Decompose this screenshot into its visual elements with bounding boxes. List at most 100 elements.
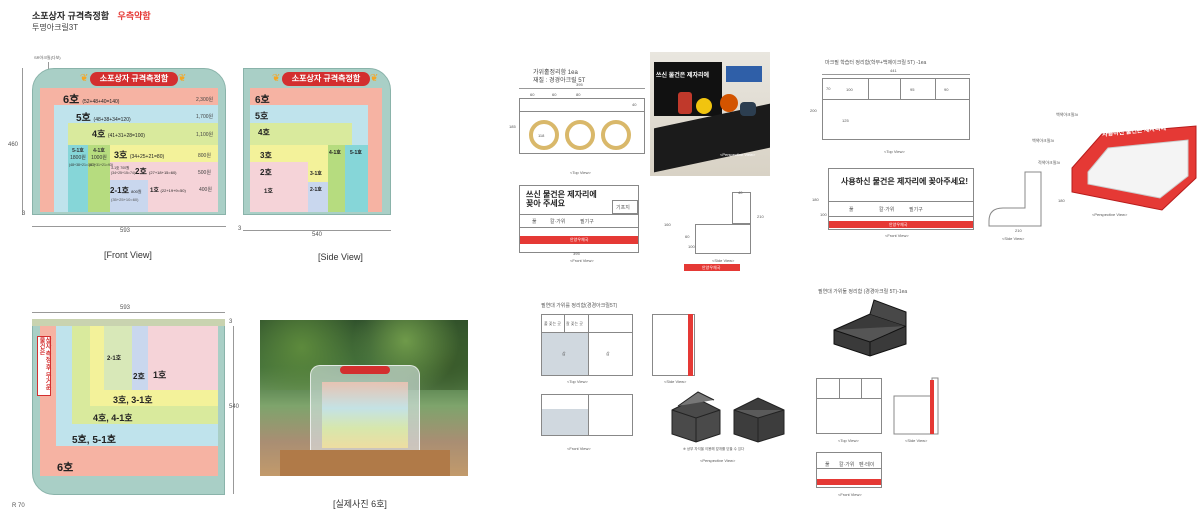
side-label-1: 1호 <box>264 189 273 195</box>
pen-front-cell-3: 필기구 <box>909 207 923 213</box>
tape-top-div2 <box>564 315 565 333</box>
scissor-dim-h: 185 <box>509 124 516 129</box>
pen-side-dim1: 210 <box>1015 228 1022 233</box>
side-band-1 <box>250 182 308 212</box>
scissor-photo: 쓰신 물건은 제자리에 <Perspective View> <box>650 52 770 176</box>
price-3: 800원 <box>198 153 211 159</box>
top-dim-top: 3 <box>229 319 233 325</box>
real-photo <box>260 320 468 476</box>
tape2-side-caption: <Side View> <box>905 438 928 443</box>
pen-front-cell-2: 칼·가위 <box>879 207 895 213</box>
pen-front: 사용하신 물건은 제자리에 꽂아주세요! 풀 칼·가위 필기구 안양우체국 <box>828 168 974 230</box>
pen-title: 마크필 학습터 정리함(학부+백제이크릴 5T) -1ea <box>825 60 927 66</box>
tape2-front: 풀 칼·가위 펜·테이 <box>816 452 882 488</box>
pen-front-row <box>829 201 973 217</box>
scissor-front-cell-1: 풀 <box>532 219 537 225</box>
side-band-41 <box>328 145 345 212</box>
tape-top-row <box>542 315 632 333</box>
side-label-51: 5-1호 <box>350 150 362 156</box>
tape-side-caption: <Side View> <box>664 379 687 384</box>
tape-persp-caption: <Perspective View> <box>700 458 736 463</box>
row-5: 5호 (48+38+34=120) <box>76 113 131 124</box>
scissor-side-dim2: 60 <box>685 234 690 239</box>
scissor-title: 가위홀정리함 1ea <box>533 70 578 76</box>
pen-persp-caption: <Perspective View> <box>1092 212 1128 217</box>
pen-persp-label-3: 적색아크릴3t <box>1038 160 1060 165</box>
pen-dim-c: 95 <box>910 87 915 92</box>
band-1 <box>148 180 218 212</box>
page-subtitle: 투명아크릴3T <box>32 23 79 32</box>
pen-dim-top-line <box>822 74 970 75</box>
pen-front-caption: <Front View> <box>885 233 909 238</box>
col-41-label: 4-1호 1000원 (41+31+21=93) <box>89 148 114 167</box>
page-title: 소포상자 규격측정함 우측약함 <box>32 11 151 21</box>
tape2-persp <box>833 299 907 357</box>
price-5: 1,700원 <box>196 114 214 120</box>
pen-dim-h: 200 <box>810 108 817 113</box>
scissor-front-logo: 안양우체국 <box>570 237 589 242</box>
pen-dim-d: 90 <box>944 87 949 92</box>
side-banner: 소포상자 규격측정함 <box>282 72 370 86</box>
top-label-4: 4호, 4-1호 <box>93 413 133 423</box>
pen-front-cell-1: 풀 <box>849 207 854 213</box>
scissor-dim-d: 40 <box>632 102 637 107</box>
tape-top-cell-2: 칼 꽂는 곳 <box>566 321 583 326</box>
tape-side-red <box>688 314 693 376</box>
tape2-front-caption: <Front View> <box>838 492 862 497</box>
scissor-dim-top: 395 <box>576 82 583 87</box>
top-sign: 상자 측정 후 무거운 물건은 <box>37 336 51 396</box>
col-51-label: 5-1호 1800원 (48+38+21=107) <box>69 148 95 167</box>
side-label-6: 6호 <box>255 95 270 106</box>
scissor-front-redbar <box>520 236 638 244</box>
scissor-ring-3 <box>601 120 631 150</box>
side-dim-width: 540 <box>312 232 323 238</box>
tape2-top-div2 <box>861 379 862 399</box>
top-label-6: 6호 <box>57 462 74 474</box>
tape-side <box>652 314 695 376</box>
side-label-4: 4호 <box>258 128 270 137</box>
tape2-front-cell-3: 펜·테이 <box>859 462 875 468</box>
scissor-front-dim: 395 <box>573 251 580 256</box>
scissor-photo-sign: 쓰신 물건은 제자리에 <box>656 73 710 79</box>
top-band-2b <box>132 326 148 390</box>
top-label-1: 1호 <box>153 370 167 380</box>
scissor-photo-item4 <box>740 102 756 116</box>
banner-leaf-left: ❦ <box>80 73 89 84</box>
tape2-top-caption: <Top View> <box>838 438 859 443</box>
scissor-dim-b: 60 <box>552 92 557 97</box>
scissor-front: 쓰신 물건은 제자리에 꽂아 주세요 기프지 풀 칼·가위 필기구 안양우체국 <box>519 185 639 253</box>
front-dim-base: 3 <box>22 211 26 217</box>
photo-caption: [실제사진 6호] <box>333 499 387 509</box>
tape2-front-row <box>817 457 881 469</box>
scissor-front-caption: <Front View> <box>570 258 594 263</box>
tape-top: 풀 꽂는 곳 칼 꽂는 곳 삽 삼 <box>541 314 633 376</box>
tape-front <box>541 394 633 436</box>
scissor-side <box>695 224 751 254</box>
title-accent: 우측약함 <box>117 11 151 21</box>
side-band-21 <box>308 182 328 212</box>
pen-persp-label-2: 백색아크릴3t <box>1032 138 1054 143</box>
scissor-front-row <box>520 214 638 228</box>
pen-front-logo: 안양우체국 <box>889 222 908 227</box>
top-dim-width: 593 <box>120 305 131 311</box>
scissor-front-cell-3: 필기구 <box>580 219 594 225</box>
formula-21: (35+25+10=60) <box>111 197 139 202</box>
photo-banner <box>340 366 390 374</box>
scissor-dim-ring: 118 <box>538 133 545 138</box>
top-label-21: 2-1호 <box>107 356 122 362</box>
scissor-side-dim1: 160 <box>664 222 671 227</box>
pen-top-caption: <Top View> <box>884 149 905 154</box>
side-caption: [Side View] <box>318 252 363 262</box>
band-21 <box>110 180 148 212</box>
pen-top-div2 <box>900 78 901 100</box>
row-4: 4호 (41+31+28=100) <box>92 129 145 139</box>
side-label-31: 3-1호 <box>310 171 322 177</box>
top-dim-height: 540 <box>229 404 240 410</box>
scissor-side-back <box>732 192 751 224</box>
front-caption: [Front View] <box>104 250 152 260</box>
price-2: 500원 <box>198 170 211 176</box>
tape2-top-row <box>817 379 881 399</box>
tape-top-cell-1: 풀 꽂는 곳 <box>544 321 561 326</box>
pen-top-div1 <box>868 78 869 100</box>
row-21: 2-1호 800원 <box>110 186 142 195</box>
